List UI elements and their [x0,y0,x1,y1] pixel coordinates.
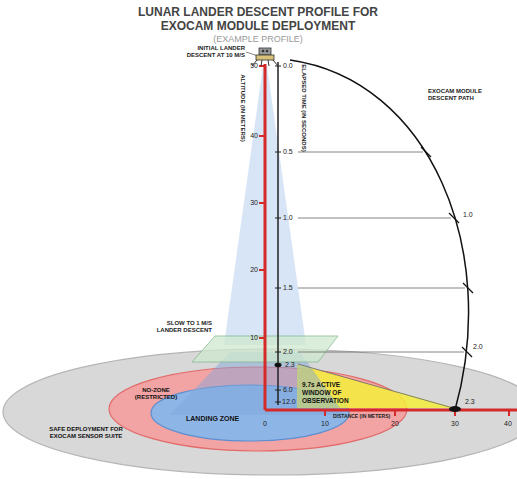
distance-tick-box: 40 [504,420,512,428]
time-tick-box: 0.0 [283,62,293,70]
path-time: 1.0 [463,211,473,219]
observation-window-triangle: 9.7s ACTIVE WINDOW OF OBSERVATION [297,364,455,408]
callout-note-box: INITIAL LANDER DESCENT AT 10 M/S [177,45,245,59]
time-tick: 0.5 [283,148,293,156]
time-ticks [275,66,281,402]
time-tick-box: 1.5 [283,284,293,292]
time-tick: 1.0 [283,214,293,222]
altitude-tick: 40 [250,132,258,140]
path-label-box: EXOCAM MODULE DESCENT PATH [428,88,492,102]
axis-title-box: ELAPSED TIME (IN SECONDS) [299,64,306,151]
time-tick: 6.0 [283,386,293,394]
time-tick-box: 2.0 [283,348,293,356]
node-text-box: LANDING ZONE [186,415,248,423]
distance-tick-box: 0 [263,420,267,428]
subtitle: (EXAMPLE PROFILE) [213,34,303,45]
altitude-tick: 10 [250,334,258,342]
zone-label: NO-ZONE (RESTRICTED) [126,387,186,401]
landing-dot [449,406,461,412]
distance-tick: 20 [391,420,399,428]
zone-label: 9.7s ACTIVE WINDOW OF OBSERVATION [302,381,358,404]
node-text-box: SAFE DEPLOYMENT FOR EXOCAM SENSOR SUITE [42,426,130,440]
zone-label: SAFE DEPLOYMENT FOR EXOCAM SENSOR SUITE [42,426,130,440]
altitude-tick: 50 [250,62,258,70]
altitude-ticks [259,66,265,338]
path-time: 2.3 [465,398,475,406]
altitude-tick-box: 40 [250,132,258,140]
time-tick-box: 12.0 [282,398,296,406]
time-tick-box: 0.5 [283,148,293,156]
distance-tick-box: 10 [321,420,329,428]
path-time-box: 2.0 [473,343,483,351]
distance-tick: 0 [263,420,267,428]
time-tick-box: 1.0 [283,214,293,222]
callout-note: INITIAL LANDER DESCENT AT 10 M/S [177,45,245,59]
altitude-tick: 30 [250,199,258,207]
time-tick: 12.0 [282,398,296,406]
time-axis [277,62,279,405]
path-time-box: 2.3 [465,398,475,406]
altitude-tick-box: 10 [250,334,258,342]
time-tick: 2.3 [285,361,295,369]
path-label: EXOCAM MODULE DESCENT PATH [428,88,492,102]
time-tick-box: 6.0 [283,386,293,394]
time-tick: 1.5 [283,284,293,292]
distance-tick: 10 [321,420,329,428]
altitude-tick: 20 [250,266,258,274]
zone-ellipse [3,349,517,475]
axis-title-box: DISTANCE (IN METERS) [333,413,390,419]
window-triangle [297,364,455,408]
axis-title-box: ALTITUDE (IN METERS) [238,74,245,142]
time-tick-box: 2.3 [285,361,295,369]
node-text-box: NO-ZONE (RESTRICTED) [126,387,186,401]
safe-zone-ellipse: SAFE DEPLOYMENT FOR EXOCAM SENSOR SUITEN… [2,348,517,476]
no-zone-ellipse: NO-ZONE (RESTRICTED) LANDING ZONE [108,366,408,452]
distance-axis [265,409,517,412]
zone-ellipse [109,367,407,451]
path-time: 2.0 [473,343,483,351]
distance-tick: 30 [451,420,459,428]
axis-title: DISTANCE (IN METERS) [333,413,390,419]
distance-tick-box: 20 [391,420,399,428]
path-ticks [421,147,473,357]
altitude-tick-box: 30 [250,199,258,207]
path-time-box: 1.0 [463,211,473,219]
callout-note-box: SLOW TO 1 M/S LANDER DESCENT [150,320,212,334]
release-dot [275,363,282,367]
subtitle-box: (EXAMPLE PROFILE) [213,34,303,45]
distance-tick: 40 [504,420,512,428]
altitude-tick-box: 50 [250,62,258,70]
time-tick: 2.0 [283,348,293,356]
altitude-tick-box: 20 [250,266,258,274]
zone-label: LANDING ZONE [186,415,248,423]
title-block: LUNAR LANDER DESCENT PROFILE FOR EXOCAM … [138,5,378,33]
no-zone-ellipse-outline [108,366,408,452]
node-text-box: 9.7s ACTIVE WINDOW OF OBSERVATION [302,381,358,404]
axis-title: ALTITUDE (IN METERS) [238,74,245,142]
diagram-title: LUNAR LANDER DESCENT PROFILE FOR EXOCAM … [138,5,378,33]
distance-tick-box: 30 [451,420,459,428]
safe-zone-ellipse-outline [2,348,517,476]
callout-note: SLOW TO 1 M/S LANDER DESCENT [150,320,212,334]
altitude-axis [264,64,267,410]
axis-title: ELAPSED TIME (IN SECONDS) [299,64,306,151]
time-tick: 0.0 [283,62,293,70]
